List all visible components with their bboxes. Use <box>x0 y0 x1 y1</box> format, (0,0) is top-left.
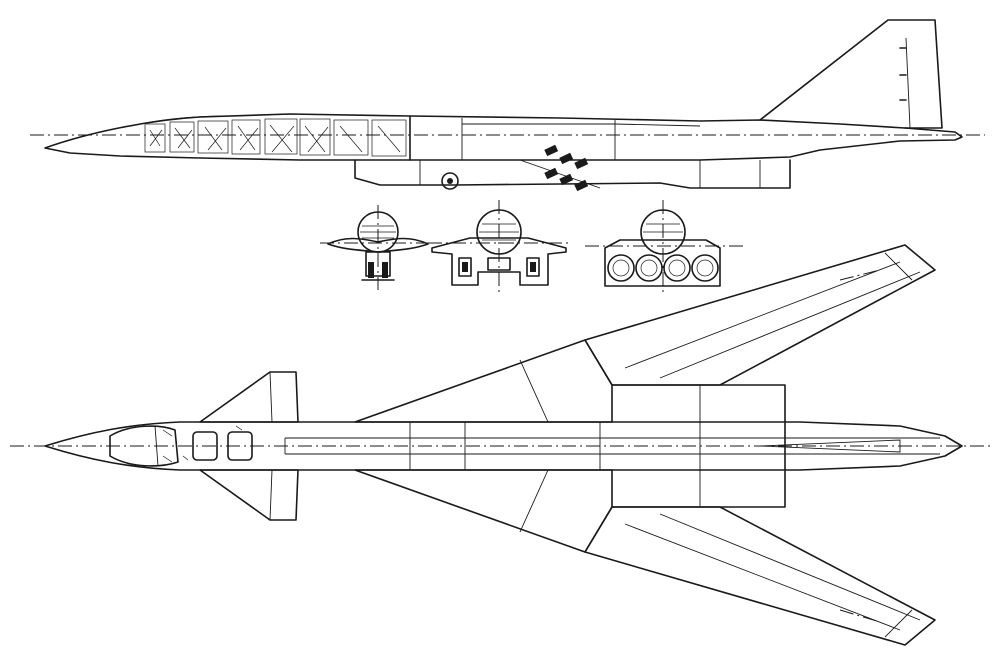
plan-wing-outer-upper <box>584 244 936 386</box>
plan-canard-upper <box>199 371 299 423</box>
plan-wing-outer-lower <box>584 506 936 646</box>
plan-canopy <box>109 425 179 467</box>
side-internal-equipment <box>144 118 407 157</box>
side-upper-spine <box>462 123 701 127</box>
plan-wing-outer-upper-tip <box>884 252 913 281</box>
side-cockpit-line <box>139 113 291 125</box>
plan-wing-inner-lower <box>354 469 613 553</box>
section-center <box>428 200 570 292</box>
plan-hatch-2 <box>227 431 253 461</box>
side-engine-pod <box>354 159 791 189</box>
cross-sections <box>320 200 745 292</box>
plan-tail-cone <box>759 439 901 453</box>
plan-canard-lower <box>199 469 299 521</box>
plan-canopy-frame-1 <box>154 425 159 467</box>
plan-fuselage <box>44 421 963 471</box>
side-nose-wheel-hub <box>447 178 453 184</box>
section-aft <box>585 200 745 292</box>
plan-hatch-1 <box>192 431 218 461</box>
section-forward <box>320 205 436 290</box>
plan-wing-outer-lower-tip <box>884 609 913 638</box>
plan-wing-outer-upper-flap <box>624 261 921 379</box>
side-nose-wheel <box>441 172 459 190</box>
plan-canard-lower-hinge <box>269 469 273 521</box>
side-vertical-tail <box>759 19 943 129</box>
plan-ref-line-2 <box>839 609 881 623</box>
side-view <box>30 19 985 192</box>
plan-canard-upper-hinge <box>269 371 273 423</box>
plan-view <box>10 244 990 646</box>
side-main-gear <box>519 144 601 192</box>
plan-wing-inner-upper <box>354 339 613 423</box>
side-tail-marks <box>899 47 907 101</box>
side-fuselage <box>44 113 963 161</box>
plan-wing-outer-lower-flap <box>624 513 921 631</box>
plan-wing-inner-upper-rib <box>519 359 549 423</box>
plan-wing-inner-lower-rib <box>519 469 549 533</box>
plan-ref-line-1 <box>839 269 881 281</box>
side-rudder-hinge <box>905 37 911 129</box>
